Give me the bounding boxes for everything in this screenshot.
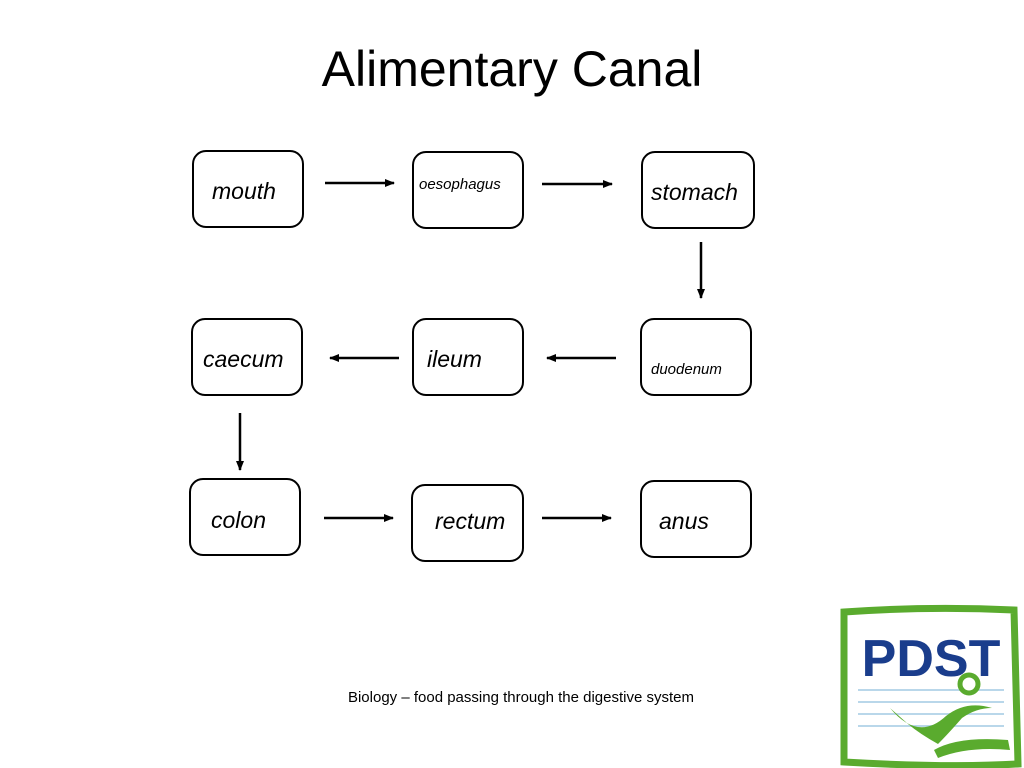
node-label-colon: colon	[211, 507, 266, 533]
logo-frame	[840, 604, 1022, 768]
node-colon: colon	[189, 478, 301, 556]
node-label-duodenum: duodenum	[651, 361, 722, 378]
node-label-rectum: rectum	[435, 508, 506, 534]
node-label-anus: anus	[659, 508, 709, 534]
logo-text: PDST	[862, 630, 1001, 688]
node-label-ileum: ileum	[427, 346, 482, 372]
node-label-oesophagus: oesophagus	[419, 176, 501, 193]
node-rectum: rectum	[411, 484, 524, 562]
node-oesophagus: oesophagus	[412, 151, 524, 229]
node-caecum: caecum	[191, 318, 303, 396]
node-label-mouth: mouth	[212, 178, 276, 204]
node-ileum: ileum	[412, 318, 524, 396]
node-label-stomach: stomach	[651, 179, 738, 205]
logo-person-swoosh	[890, 705, 992, 744]
node-anus: anus	[640, 480, 752, 558]
pdst-logo: PDST	[840, 604, 1022, 768]
diagram-title: Alimentary Canal	[321, 41, 703, 97]
logo-book	[934, 739, 1010, 758]
node-stomach: stomach	[641, 151, 755, 229]
logo-person-head	[957, 672, 981, 696]
node-label-caecum: caecum	[203, 346, 284, 372]
node-duodenum: duodenum	[640, 318, 752, 396]
node-mouth: mouth	[192, 150, 304, 228]
caption: Biology – food passing through the diges…	[347, 689, 695, 706]
